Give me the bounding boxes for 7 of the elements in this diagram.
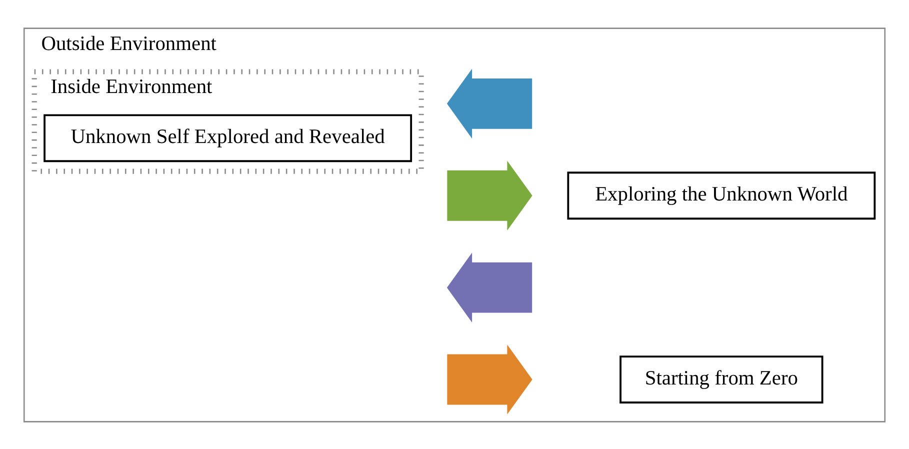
node-box: Starting from Zero: [620, 355, 824, 403]
node-arrow: [446, 252, 532, 322]
node-arrow: [447, 344, 532, 414]
node-box: Unknown Self Explored and Revealed: [44, 114, 412, 162]
node-arrow: [446, 68, 532, 138]
node-box: Exploring the Unknown World: [567, 171, 876, 220]
node-arrow: [447, 160, 532, 230]
